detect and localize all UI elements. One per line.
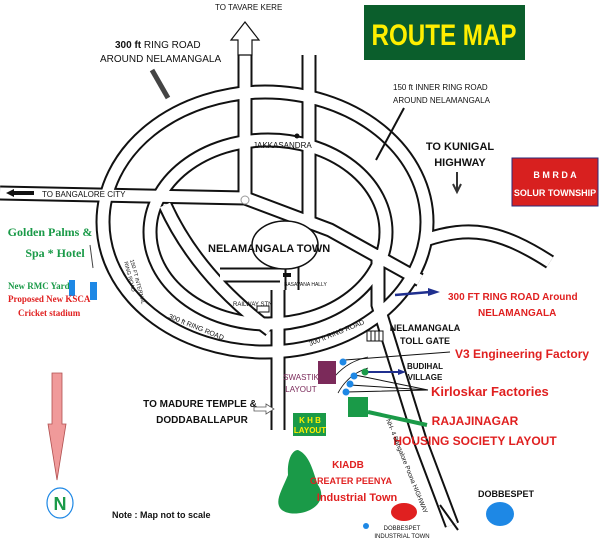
golden-palms-label-line2: Spa * Hotel (25, 246, 85, 260)
dobbespet-industrial-dot (363, 523, 369, 529)
rajajinagar-marker (348, 397, 368, 417)
north-badge (46, 487, 74, 519)
ring-road-callout-line2: NELAMANGALA (478, 308, 556, 319)
factory-marker (361, 368, 369, 376)
bmrda-label-line2: SOLUR TOWNSHIP (514, 188, 596, 198)
right-arrow-head-icon (428, 288, 440, 296)
basavana-hally-label: BASAVANA HALLY (284, 282, 327, 288)
pointer-line (89, 244, 94, 269)
right-arrow-icon (253, 403, 275, 415)
rmc-yard-marker (69, 280, 75, 296)
madure-label-line1: TO MADURE TEMPLE & (143, 399, 257, 410)
down-arrow-icon (452, 172, 462, 195)
budihal-arrow-icon (398, 369, 406, 375)
khb-label-line1: K H B (299, 416, 321, 425)
v3-engineering-label: V3 Engineering Factory (455, 347, 589, 361)
highway-arrow-icon (439, 504, 459, 531)
factory-marker (346, 380, 354, 388)
factory-marker (339, 358, 347, 366)
jakkasandra-marker (294, 133, 300, 139)
kunigal-label-line1: TO KUNIGAL (426, 141, 495, 153)
golden-palms-label-line1: Golden Palms & (8, 225, 93, 239)
ring-road-callout-line1: 300 FT RING ROAD Around (448, 292, 578, 303)
dobbespet-industrial-marker (391, 503, 417, 521)
factory-marker (350, 372, 358, 380)
tavare-kere-label: TO TAVARE KERE (215, 3, 282, 12)
scale-note: Note : Map not to scale (112, 510, 211, 520)
title-banner (364, 5, 525, 60)
factory-marker (342, 388, 350, 396)
page-title: ROUTE MAP (372, 19, 517, 52)
budihal-label-line1: BUDIHAL (407, 362, 443, 371)
junction-circle (240, 195, 250, 205)
dobbespet-industrial-label-line1: DOBBESPET (384, 526, 421, 532)
kiadb-label-line1: KIADB (332, 460, 364, 471)
bmrda-label-line1: B M R D A (533, 170, 577, 180)
ksca-label-line2: Cricket stadium (18, 308, 81, 318)
kiadb-area (278, 450, 322, 514)
swastik-layout-marker (318, 361, 336, 384)
left-arrow-icon (6, 189, 34, 197)
north-arrow-icon (47, 372, 67, 481)
pointer-line (375, 107, 405, 161)
right-arrow-icon (394, 290, 431, 297)
inner-ring-label-line2: AROUND NELAMANGALA (393, 96, 491, 105)
golden-palms-marker (90, 282, 97, 300)
railway-station-label: RAILWAY STN (233, 302, 272, 308)
north-label: N (54, 494, 67, 514)
bmrda-box (511, 157, 599, 207)
rmc-yard-label: New RMC Yard (8, 281, 70, 291)
railway-station-marker (256, 305, 270, 313)
budihal-label-line2: VILLAGE (408, 373, 443, 382)
khb-layout-marker (293, 413, 326, 436)
rajajinagar-label-line1: RAJAJINAGAR (432, 414, 519, 428)
kirloskar-label: Kirloskar Factories (431, 384, 549, 399)
jakkasandra-label: JAKKASANDRA (253, 141, 312, 150)
tavare-kere-arrow-icon (229, 21, 261, 56)
dobbespet-label: DOBBESPET (478, 489, 535, 499)
town-label: NELAMANGALA TOWN (208, 243, 330, 255)
inner-ring-label-line1: 150 ft INNER RING ROAD (393, 83, 488, 92)
rajajinagar-label-line2: HOUSING SOCIETY LAYOUT (393, 434, 557, 448)
town-center-roundabout (251, 220, 319, 270)
road-network (0, 40, 555, 528)
khb-label-line2: LAYOUT (294, 426, 326, 435)
toll-gate-label-line1: NELAMANGALA (390, 323, 461, 333)
outer-ring-label-line1: 300 ft RING ROAD (115, 40, 201, 51)
basavana-hally-marker (283, 273, 291, 277)
swastik-label-line2: LAYOUT (285, 385, 317, 394)
dobbespet-industrial-label-line2: INDUSTRIAL TOWN (374, 534, 429, 540)
kiadb-label-line2: GREATER PEENYA (310, 476, 393, 486)
kunigal-label-line2: HIGHWAY (434, 157, 486, 169)
bangalore-city-label: TO BANGALORE CITY (42, 190, 126, 199)
outer-ring-label-line2: AROUND NELAMANGALA (100, 54, 221, 65)
madure-label-line2: DODDABALLAPUR (156, 415, 248, 426)
dobbespet-marker (486, 502, 514, 526)
kiadb-label-line3: Industrial Town (317, 492, 398, 504)
toll-gate-label-line2: TOLL GATE (400, 336, 450, 346)
swastik-label-line1: SWASTIK (283, 373, 319, 382)
pointer-arrow-icon (149, 68, 171, 100)
ksca-label-line1: Proposed New KSCA (8, 294, 91, 304)
